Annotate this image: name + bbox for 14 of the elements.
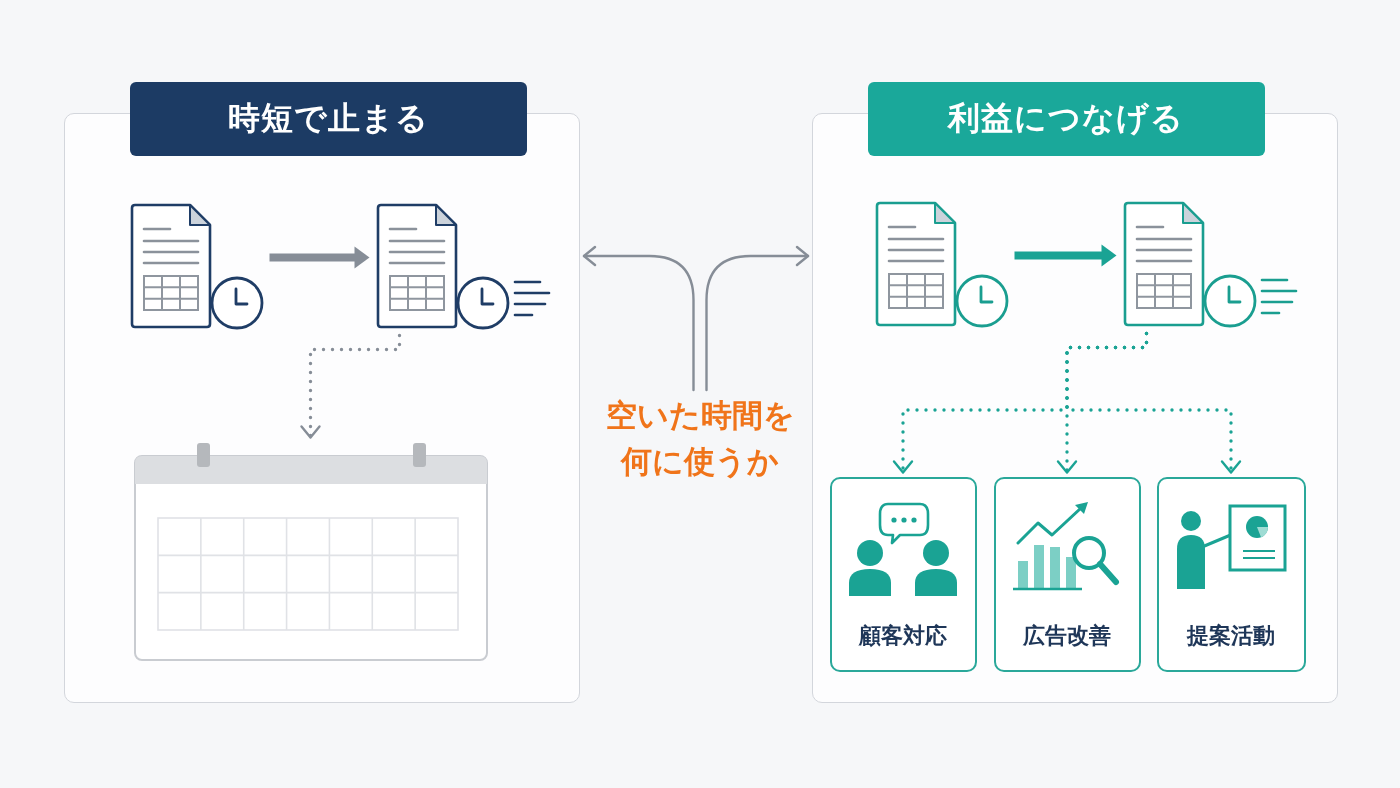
activity-label: 顧客対応: [859, 621, 947, 650]
activity-card: [993, 476, 1141, 672]
question-text: 空いた時間を何に使うか: [594, 392, 806, 484]
heading-banner: 時短で止まる: [129, 81, 527, 156]
dotted-arrow: [300, 333, 402, 440]
activity-card: [1156, 476, 1306, 672]
calendar-illustration: [132, 441, 489, 662]
activity-label: 提案活動: [1187, 621, 1275, 650]
curved-arrow: [582, 245, 695, 392]
dotted-arrow: [1065, 331, 1242, 475]
curved-arrow: [705, 245, 810, 392]
activity-card: [829, 476, 977, 672]
heading-banner: 利益につなげる: [867, 81, 1265, 156]
activity-label: 広告改善: [1023, 621, 1111, 650]
